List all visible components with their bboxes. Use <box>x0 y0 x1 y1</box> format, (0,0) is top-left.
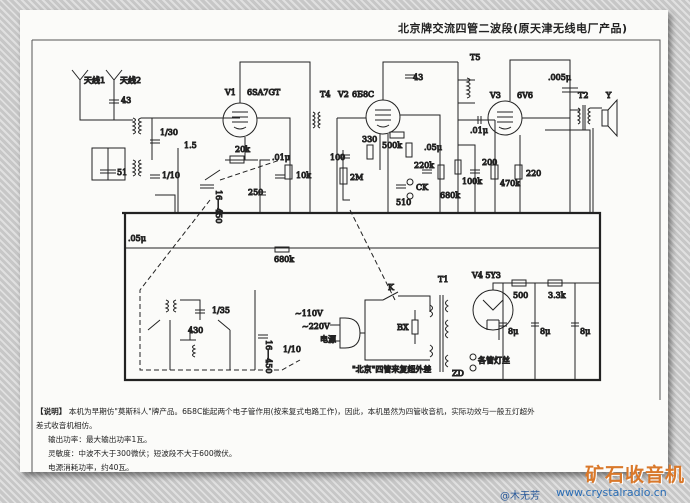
label: 1/35 <box>212 306 230 315</box>
label: 8μ <box>540 327 550 336</box>
volume-potentiometer-icon <box>339 167 348 185</box>
description: 【说明】 本机为早期仿"莫斯科人"牌产品。6Б8C能起两个电子管作用(按来复式电… <box>36 405 656 475</box>
label: 8μ <box>580 327 590 336</box>
label: ~220V <box>302 322 330 331</box>
page-title: 北京牌交流四管二波段(原天津无线电厂产品) <box>398 22 628 35</box>
label: Y <box>605 91 612 100</box>
label: 330 <box>362 135 377 144</box>
power-consumption-spec: 电源消耗功率，约40瓦。 <box>48 463 134 472</box>
label: K <box>388 283 395 292</box>
label: .05μ <box>424 143 442 152</box>
speaker-icon <box>601 98 618 138</box>
description-text: 本机为早期仿"莫斯科人"牌产品。6Б8C能起两个电子管作用(按来复式电路工作)，… <box>68 407 535 416</box>
watermark-url: www.crystalradio.cn <box>556 486 667 499</box>
label: 500 <box>513 291 528 300</box>
resistor-icon <box>229 155 245 164</box>
output-transformer-icon <box>576 105 602 213</box>
label: V3 <box>489 91 501 100</box>
power-transformer-t1-icon <box>429 295 449 372</box>
label: 电源 <box>320 334 336 344</box>
input-coil-icon <box>91 117 240 213</box>
label: ~110V <box>295 309 323 318</box>
label: .05μ <box>128 234 146 243</box>
label: T2 <box>578 91 588 100</box>
label: 100 <box>330 153 345 162</box>
label: T1 <box>438 275 448 284</box>
label: 250 <box>248 188 263 197</box>
label: 1/10 <box>162 171 180 180</box>
label: 10k <box>296 171 311 180</box>
label: 16—450 <box>264 340 273 373</box>
description-text: 差式收音机相仿。 <box>36 421 97 430</box>
label: 16—450 <box>214 190 223 223</box>
label: 3.3k <box>548 291 566 300</box>
label: BX <box>397 323 409 332</box>
label: T5 <box>470 53 480 62</box>
sw-coil-icon <box>147 290 268 370</box>
label: V1 <box>224 88 236 97</box>
label: 220k <box>414 161 434 170</box>
label: 6V6 <box>517 91 533 100</box>
label: 43 <box>121 96 131 105</box>
label: V4 5Y3 <box>471 271 501 280</box>
label: .01μ <box>470 126 488 135</box>
pilot-lamp-icon <box>469 353 477 361</box>
tube-v2-icon <box>311 61 458 213</box>
label: 470k <box>500 179 520 188</box>
label: 500k <box>382 141 402 150</box>
t5-coil-icon <box>457 62 475 213</box>
label: 8μ <box>508 327 518 336</box>
label: 1/10 <box>283 345 301 354</box>
ck-jack-icon <box>406 178 414 186</box>
fuse-bx-icon <box>411 319 419 335</box>
ganged-tuning-link <box>139 159 396 371</box>
watermark-author: @木无芳 <box>500 491 540 502</box>
schematic-caption: "北京"四管来复超外差 <box>352 364 431 374</box>
label: 2M <box>350 173 363 182</box>
label: 20k <box>235 145 250 154</box>
frame-border <box>31 39 661 472</box>
tube-v3-icon <box>487 59 591 213</box>
watermark-brand: 矿石收音机 <box>585 464 686 486</box>
label: 43 <box>413 73 423 82</box>
label: 6SA7GT <box>247 88 281 97</box>
label: 1/30 <box>160 128 178 137</box>
label: V2 <box>337 90 349 99</box>
label: 6Б8C <box>352 90 374 99</box>
label: 1.5 <box>184 141 197 150</box>
label: 100k <box>462 177 482 186</box>
ground-bus <box>122 211 602 382</box>
antenna1-label: 天线1 <box>84 75 105 85</box>
label: T4 <box>320 90 330 99</box>
label: 51 <box>117 168 127 177</box>
antenna2-label: 天线2 <box>120 75 141 85</box>
label: 各管灯丝 <box>478 355 510 365</box>
label: 200 <box>482 158 497 167</box>
label: 430 <box>188 326 203 335</box>
label: 220 <box>526 169 541 178</box>
scanned-page <box>20 10 668 472</box>
rectifier-v4-icon <box>472 279 600 380</box>
ck-jack-label: CK <box>416 183 429 192</box>
output-power-spec: 输出功率：最大输出功率1瓦。 <box>48 435 152 444</box>
power-plug-icon <box>330 299 430 361</box>
variable-capacitor-icon <box>200 169 221 189</box>
capacitor-icon <box>109 99 119 104</box>
label: 680k <box>274 255 294 264</box>
label: 510 <box>396 198 411 207</box>
label: ZD <box>452 369 464 378</box>
resistor-icon <box>274 246 290 253</box>
sensitivity-spec: 灵敏度：中波不大于300微伏；短波段不大于600微伏。 <box>48 449 237 458</box>
power-switch-k[interactable] <box>382 291 431 312</box>
label: .01μ <box>272 153 290 162</box>
label: 680k <box>440 191 460 200</box>
tube-v1-icon <box>222 61 311 213</box>
description-label: 【说明】 <box>36 407 67 416</box>
label: .005μ <box>548 73 571 82</box>
